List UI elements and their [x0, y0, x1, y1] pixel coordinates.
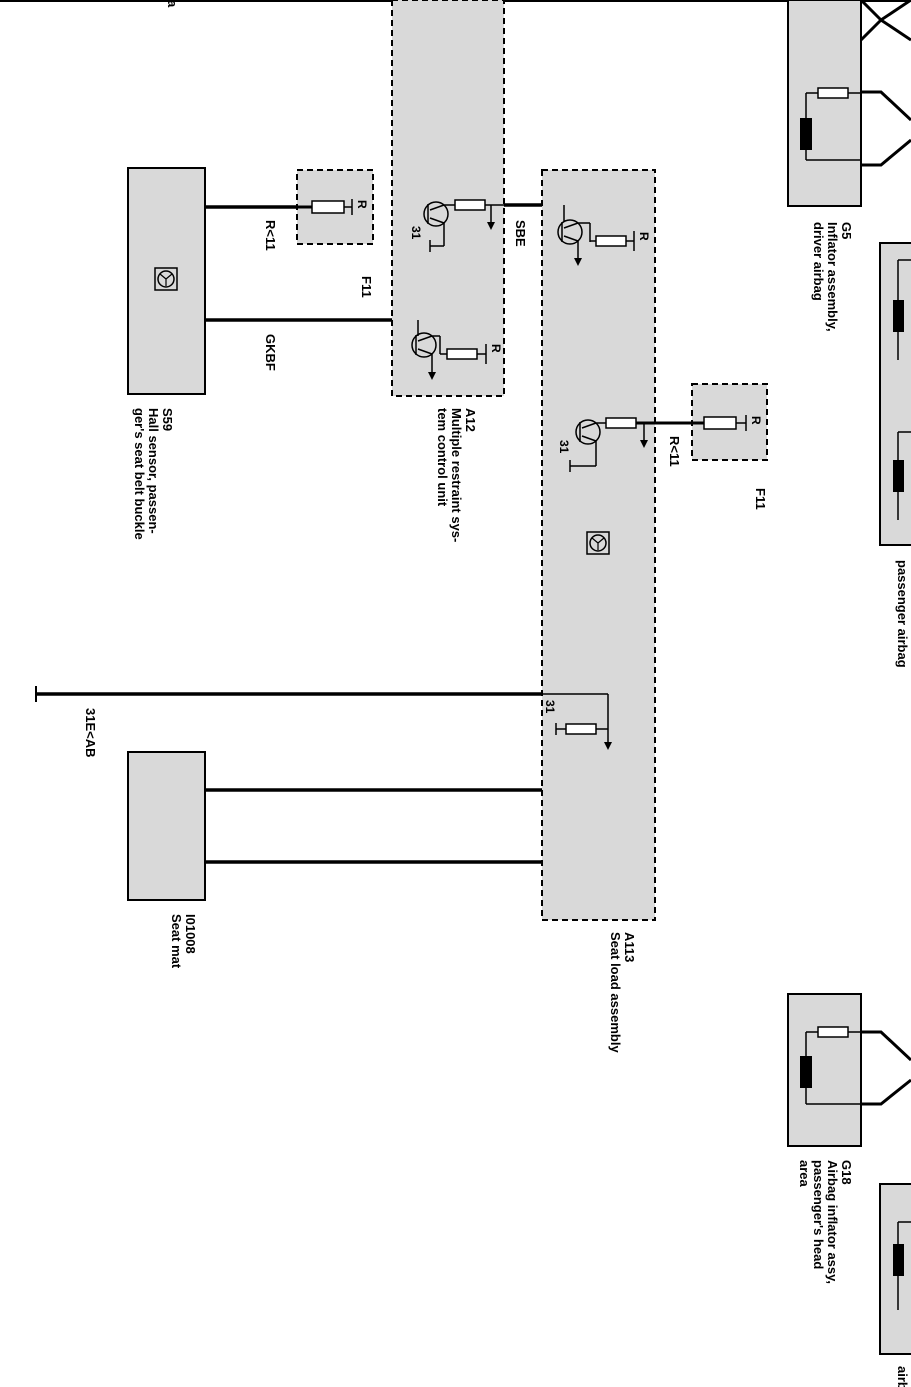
g18-body: [787, 993, 862, 1147]
transistor-icon: [557, 219, 583, 245]
a12-name-line2: tem control unit: [435, 408, 450, 507]
wire-gkbf-label: GKBF: [263, 334, 278, 371]
f11-left-pin-r: R: [355, 200, 369, 209]
a12-box: [391, 0, 505, 397]
passenger-airbag-partial: passenger airbag: [879, 242, 911, 668]
a12-code: A12: [463, 408, 478, 432]
a113-name-line1: Seat load assembly: [608, 932, 623, 1053]
a113-pin-31-middle: 31: [557, 440, 571, 454]
control-unit-a12: 31 R A12 Multiple restraint sys- tem con…: [391, 0, 540, 542]
transistor-icon: [423, 201, 449, 227]
resistor-icon: [817, 1026, 849, 1038]
inflator-g5: G5 Inflator assembly, driver airbag: [787, 0, 911, 332]
fuse-resistor-icon: [311, 200, 345, 214]
g18-name-line1: Airbag inflator assy,: [825, 1160, 840, 1284]
g5-code: G5: [839, 222, 854, 239]
f11-left-code: F11: [359, 276, 374, 298]
seat-mat-i01008: I01008 Seat mat: [127, 751, 206, 969]
f11-right-pin-r: R: [749, 416, 763, 425]
a12-pin-r: R: [489, 344, 503, 353]
g5-body: [787, 0, 862, 207]
sensor-symbol-icon: [586, 531, 610, 555]
wire-ground-label: 31E<AB: [83, 708, 98, 758]
s59-name-line1: Hall sensor, passen-: [146, 408, 161, 534]
wire-r11-right-label: R<11: [667, 436, 682, 467]
resistor-icon: [817, 87, 849, 99]
s59-name-line2: ger's seat belt buckle: [132, 408, 147, 540]
resistor-icon: [454, 199, 486, 211]
squib-icon: [800, 1056, 812, 1088]
g5-name-line1: Inflator assembly,: [825, 222, 840, 332]
resistor-icon: [565, 723, 597, 735]
fuse-f11-right: R F11: [691, 383, 768, 510]
i01008-code: I01008: [183, 914, 198, 954]
g5-name-line2: driver airbag: [811, 222, 826, 301]
fuse-resistor-icon: [703, 416, 737, 430]
g18-code: G18: [839, 1160, 854, 1185]
a113-code: A113: [622, 932, 637, 962]
transistor-icon: [575, 419, 601, 445]
f11-right-code: F11: [753, 488, 768, 510]
a12-pin-31-upper: 31: [409, 226, 423, 240]
wire-r11-left-label: R<11: [263, 220, 278, 251]
a113-pin-r-upper: R: [637, 232, 651, 241]
resistor-icon: [446, 348, 478, 360]
i01008-name: Seat mat: [169, 914, 184, 969]
transistor-icon: [411, 332, 437, 358]
sensor-symbol-icon: [154, 267, 178, 291]
bottom-right-name: airbag: [895, 1366, 910, 1387]
fuse-f11-left: R F11: [296, 169, 374, 298]
top-left-fragment-label: a: [165, 0, 180, 8]
sensor-symbol-circle: [157, 270, 175, 288]
a113-pin-31-lower: 31: [543, 700, 557, 714]
inflator-g18: G18 Airbag inflator assy, passenger's he…: [787, 993, 911, 1284]
hall-sensor-s59: S59 Hall sensor, passen- ger's seat belt…: [127, 167, 206, 540]
squib-icon: [893, 460, 904, 492]
squib-icon: [893, 300, 904, 332]
seat-load-assembly-a113: R 31 31 A113 Seat load assembly: [541, 169, 692, 1053]
resistor-icon: [595, 235, 627, 247]
g18-name-line2: passenger's head: [811, 1160, 826, 1269]
s59-code: S59: [160, 408, 175, 431]
passenger-airbag-body: [879, 242, 911, 546]
g18-name-line3: area: [797, 1160, 812, 1188]
a12-name-line1: Multiple restraint sys-: [449, 408, 464, 542]
resistor-icon: [605, 417, 637, 429]
i01008-body: [127, 751, 206, 901]
squib-icon: [800, 118, 812, 150]
bottom-right-airbag-partial: airbag: [879, 1183, 911, 1387]
passenger-airbag-name: passenger airbag: [895, 560, 910, 668]
squib-icon: [893, 1244, 904, 1276]
wire-sbe-label: SBE: [513, 220, 528, 247]
